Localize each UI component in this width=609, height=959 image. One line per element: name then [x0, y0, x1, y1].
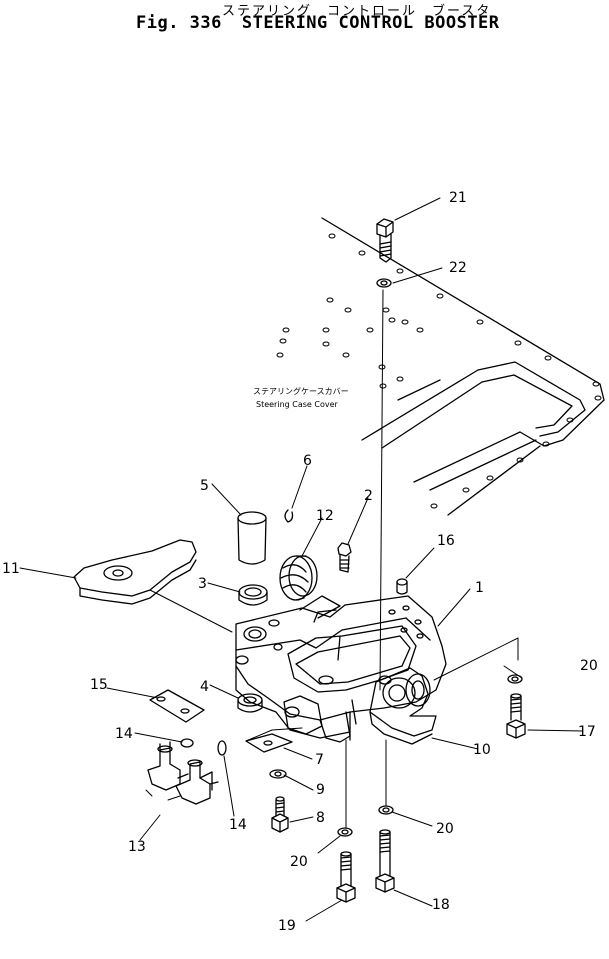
callout-20-lower-right: 20 [436, 821, 454, 837]
cover-note-japanese: ステアリングケースカバー [253, 386, 349, 396]
callout-19: 19 [278, 918, 296, 934]
bearing-3 [238, 584, 268, 606]
cover-bolt-holes [276, 233, 602, 509]
washer-20-right [507, 674, 523, 684]
gear-12 [279, 555, 341, 619]
pin-5 [237, 511, 267, 565]
plate-15 [149, 689, 205, 723]
o-ring-14-lower [217, 740, 227, 756]
bearing-4 [237, 693, 263, 713]
callout-1: 1 [475, 580, 484, 596]
bolt-17 [506, 693, 526, 739]
callout-10: 10 [473, 742, 491, 758]
callout-22: 22 [449, 260, 467, 276]
bolt-8 [271, 796, 289, 833]
bolt-18 [375, 829, 395, 893]
callout-11: 11 [2, 561, 20, 577]
callout-3: 3 [198, 576, 207, 592]
figure-title: Fig. 336 STEERING CONTROL BOOSTER [136, 13, 520, 33]
callout-12: 12 [316, 508, 334, 524]
callout-15: 15 [90, 677, 108, 693]
washer-20-lower-right [378, 805, 394, 815]
callout-5: 5 [200, 478, 209, 494]
figure-title-english: STEERING CONTROL BOOSTER [241, 13, 500, 33]
callout-6: 6 [303, 453, 312, 469]
callout-4: 4 [200, 679, 209, 695]
booster-housing-1 [235, 595, 447, 743]
leader-line-housing [433, 637, 519, 681]
arm-10 [369, 667, 437, 745]
callout-2: 2 [364, 488, 373, 504]
o-ring-14-upper [180, 738, 194, 748]
elbow-fittings-13 [147, 741, 219, 805]
callout-13: 13 [128, 839, 146, 855]
washer-20-lower-left [337, 827, 353, 837]
callout-9: 9 [316, 782, 325, 798]
callout-21: 21 [449, 190, 467, 206]
figure-title-japanese: ステアリング コントロール ブースタ [222, 4, 492, 19]
washer-22 [376, 278, 392, 288]
figure-number: Fig. 336 [136, 13, 222, 33]
callout-14-upper: 14 [115, 726, 133, 742]
callout-20-right: 20 [580, 658, 598, 674]
bolt-19 [336, 851, 356, 903]
bolt-21 [376, 218, 394, 263]
washer-9 [269, 769, 287, 779]
callout-7: 7 [315, 752, 324, 768]
steering-case-cover [321, 217, 605, 516]
callout-8: 8 [316, 810, 325, 826]
callout-20-lower-left: 20 [290, 854, 308, 870]
callout-14-lower: 14 [229, 817, 247, 833]
plate-7 [245, 727, 303, 753]
pin-16 [396, 578, 408, 595]
leader-lines [19, 197, 583, 922]
callout-17: 17 [578, 724, 596, 740]
callout-18: 18 [432, 897, 450, 913]
cover-note-english: Steering Case Cover [256, 400, 339, 409]
snap-ring-6 [284, 509, 294, 523]
arm-11 [73, 539, 233, 633]
fitting-2 [337, 542, 352, 573]
callout-labels: 1 2 3 4 5 6 7 8 9 10 11 12 13 14 14 15 1… [2, 190, 598, 934]
callout-16: 16 [437, 533, 455, 549]
